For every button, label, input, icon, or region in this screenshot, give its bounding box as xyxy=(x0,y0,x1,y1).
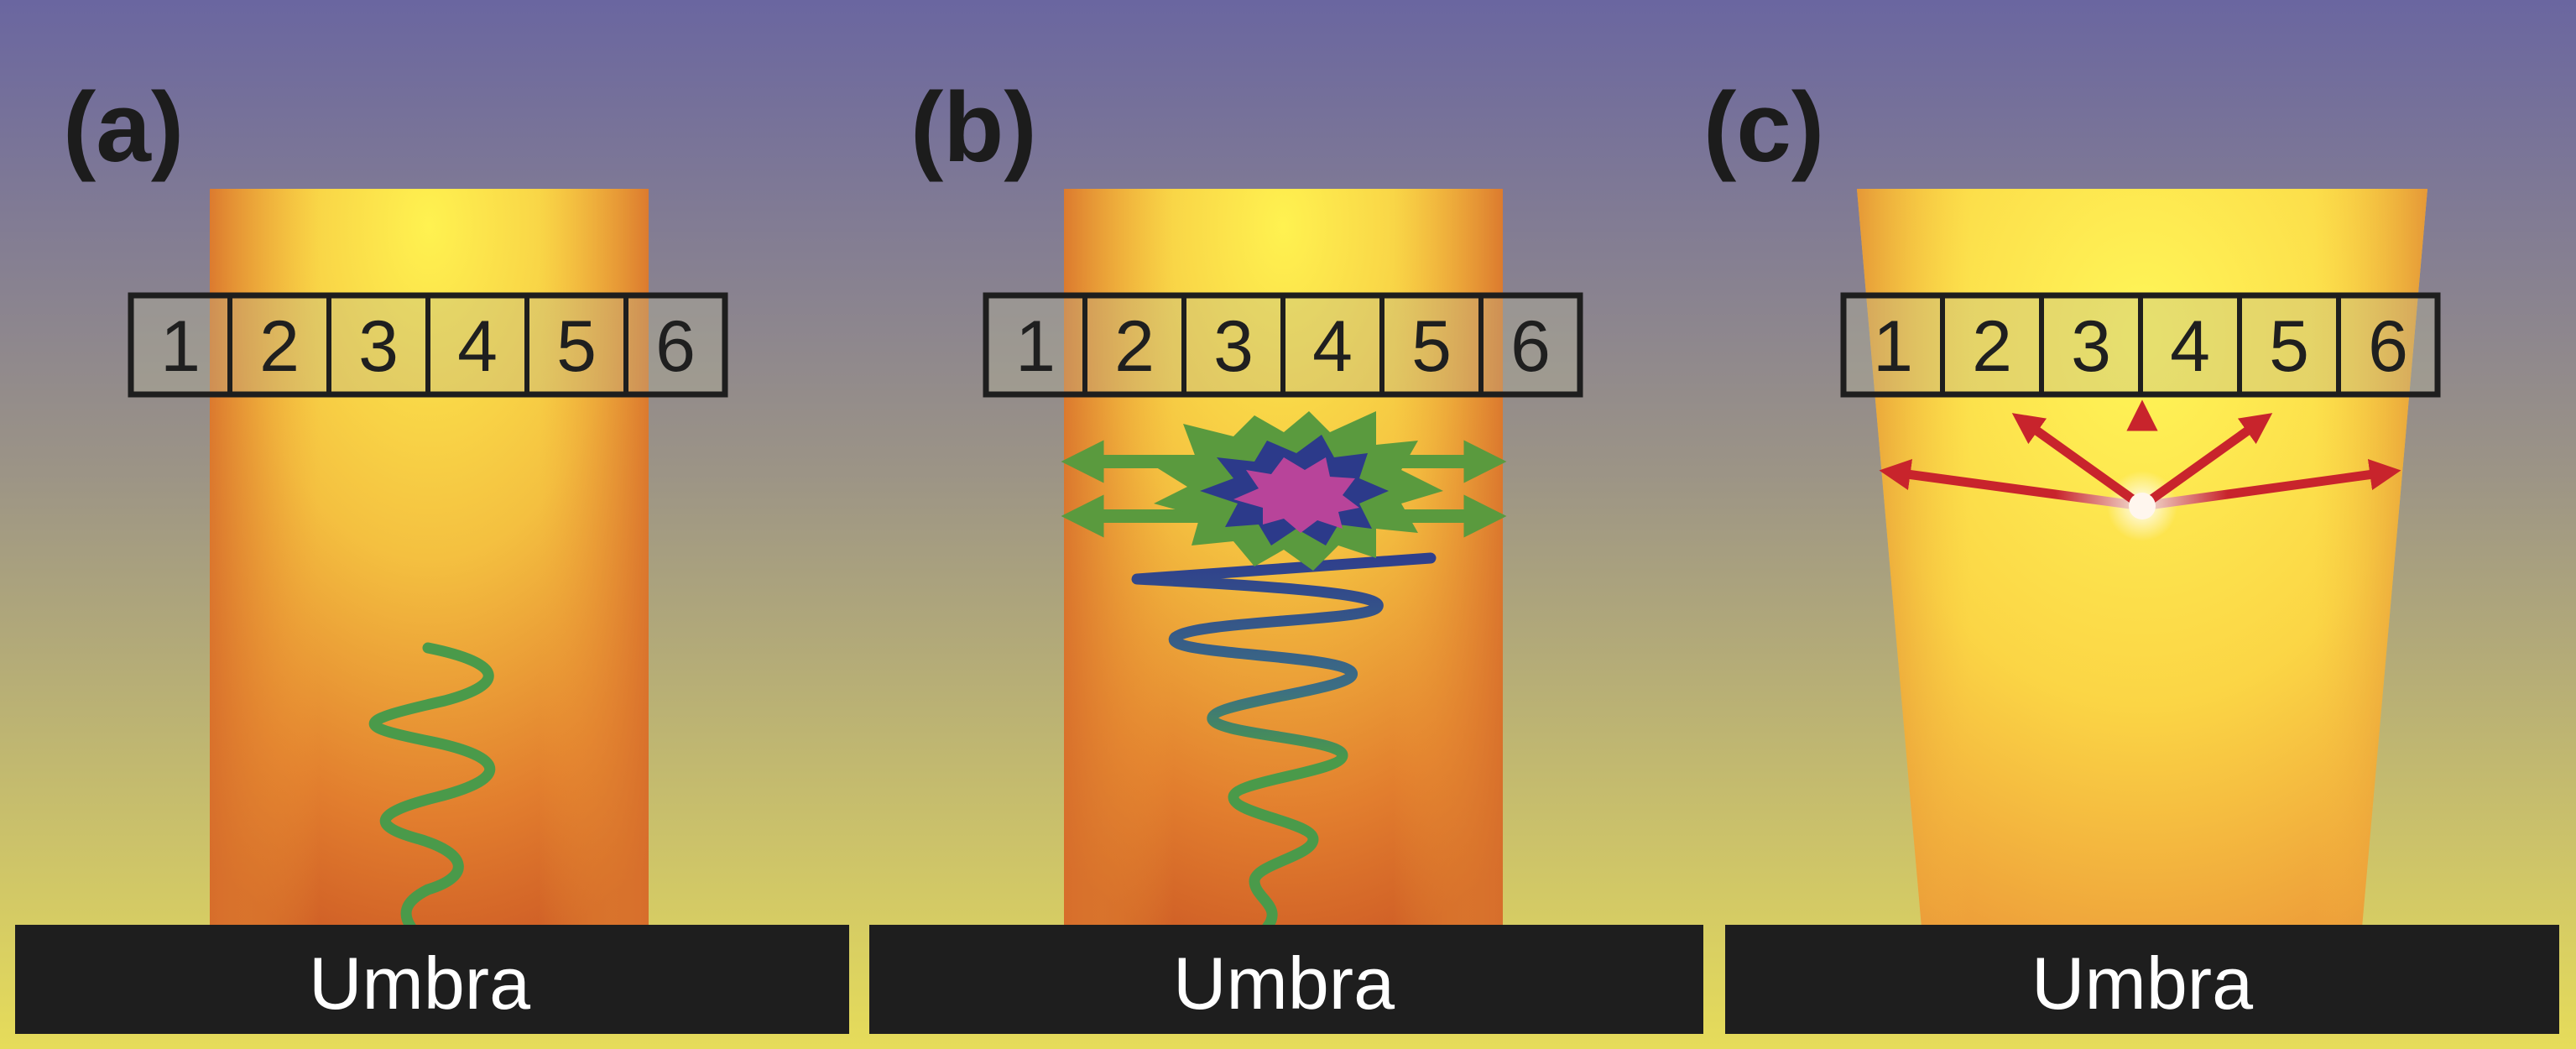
cell-1: 1 xyxy=(1873,306,1913,387)
cell-5: 5 xyxy=(1411,306,1452,387)
cell-3: 3 xyxy=(358,306,399,387)
ray-arrow-upper-right xyxy=(2139,413,2273,510)
cell-6: 6 xyxy=(655,306,696,387)
wave-source-point xyxy=(2129,493,2156,519)
cell-5: 5 xyxy=(2269,306,2309,387)
cell-6: 6 xyxy=(2368,306,2408,387)
umbra-band-b xyxy=(869,925,1703,1034)
cell-6: 6 xyxy=(1510,306,1551,387)
shock-core-burst xyxy=(1233,457,1359,533)
umbra-band-a xyxy=(15,925,849,1034)
panel-a-label: (a) xyxy=(63,72,184,183)
cell-2: 2 xyxy=(1972,306,2012,387)
panel-c: (c) 1 2 3 4 5 6 Umbra xyxy=(1703,72,2559,1034)
cell-2: 2 xyxy=(259,306,300,387)
panel-a: (a) 1 2 3 4 5 6 Umbra xyxy=(15,72,849,1034)
ray-arrow-left xyxy=(1879,458,2143,511)
panel-b: (b) 1 2 3 4 5 6 Umbra xyxy=(869,72,1703,1034)
ray-arrow-right xyxy=(2141,459,2401,511)
cell-3: 3 xyxy=(2071,306,2111,387)
slit-cells-b: 1 2 3 4 5 6 xyxy=(983,292,1583,398)
panel-b-label: (b) xyxy=(910,72,1037,183)
cell-4: 4 xyxy=(1312,306,1353,387)
cell-5: 5 xyxy=(556,306,597,387)
umbra-label-a: Umbra xyxy=(309,942,530,1025)
panel-c-label: (c) xyxy=(1703,72,1824,183)
umbra-label-b: Umbra xyxy=(1173,942,1395,1025)
cell-4: 4 xyxy=(2170,306,2210,387)
cell-2: 2 xyxy=(1114,306,1155,387)
slit-cells-a: 1 2 3 4 5 6 xyxy=(128,292,728,398)
cell-4: 4 xyxy=(457,306,498,387)
ray-arrow-upper-left xyxy=(2011,413,2146,510)
cell-3: 3 xyxy=(1213,306,1254,387)
shock-wave-b xyxy=(1131,552,1437,933)
flux-tube-c-shade xyxy=(1857,189,2427,927)
cell-1: 1 xyxy=(1015,306,1056,387)
umbra-label-c: Umbra xyxy=(2031,942,2253,1025)
slow-wave-a xyxy=(368,642,496,933)
umbra-band-c xyxy=(1725,925,2559,1034)
cell-1: 1 xyxy=(160,306,201,387)
slit-cells-c: 1 2 3 4 5 6 xyxy=(1840,292,2441,398)
